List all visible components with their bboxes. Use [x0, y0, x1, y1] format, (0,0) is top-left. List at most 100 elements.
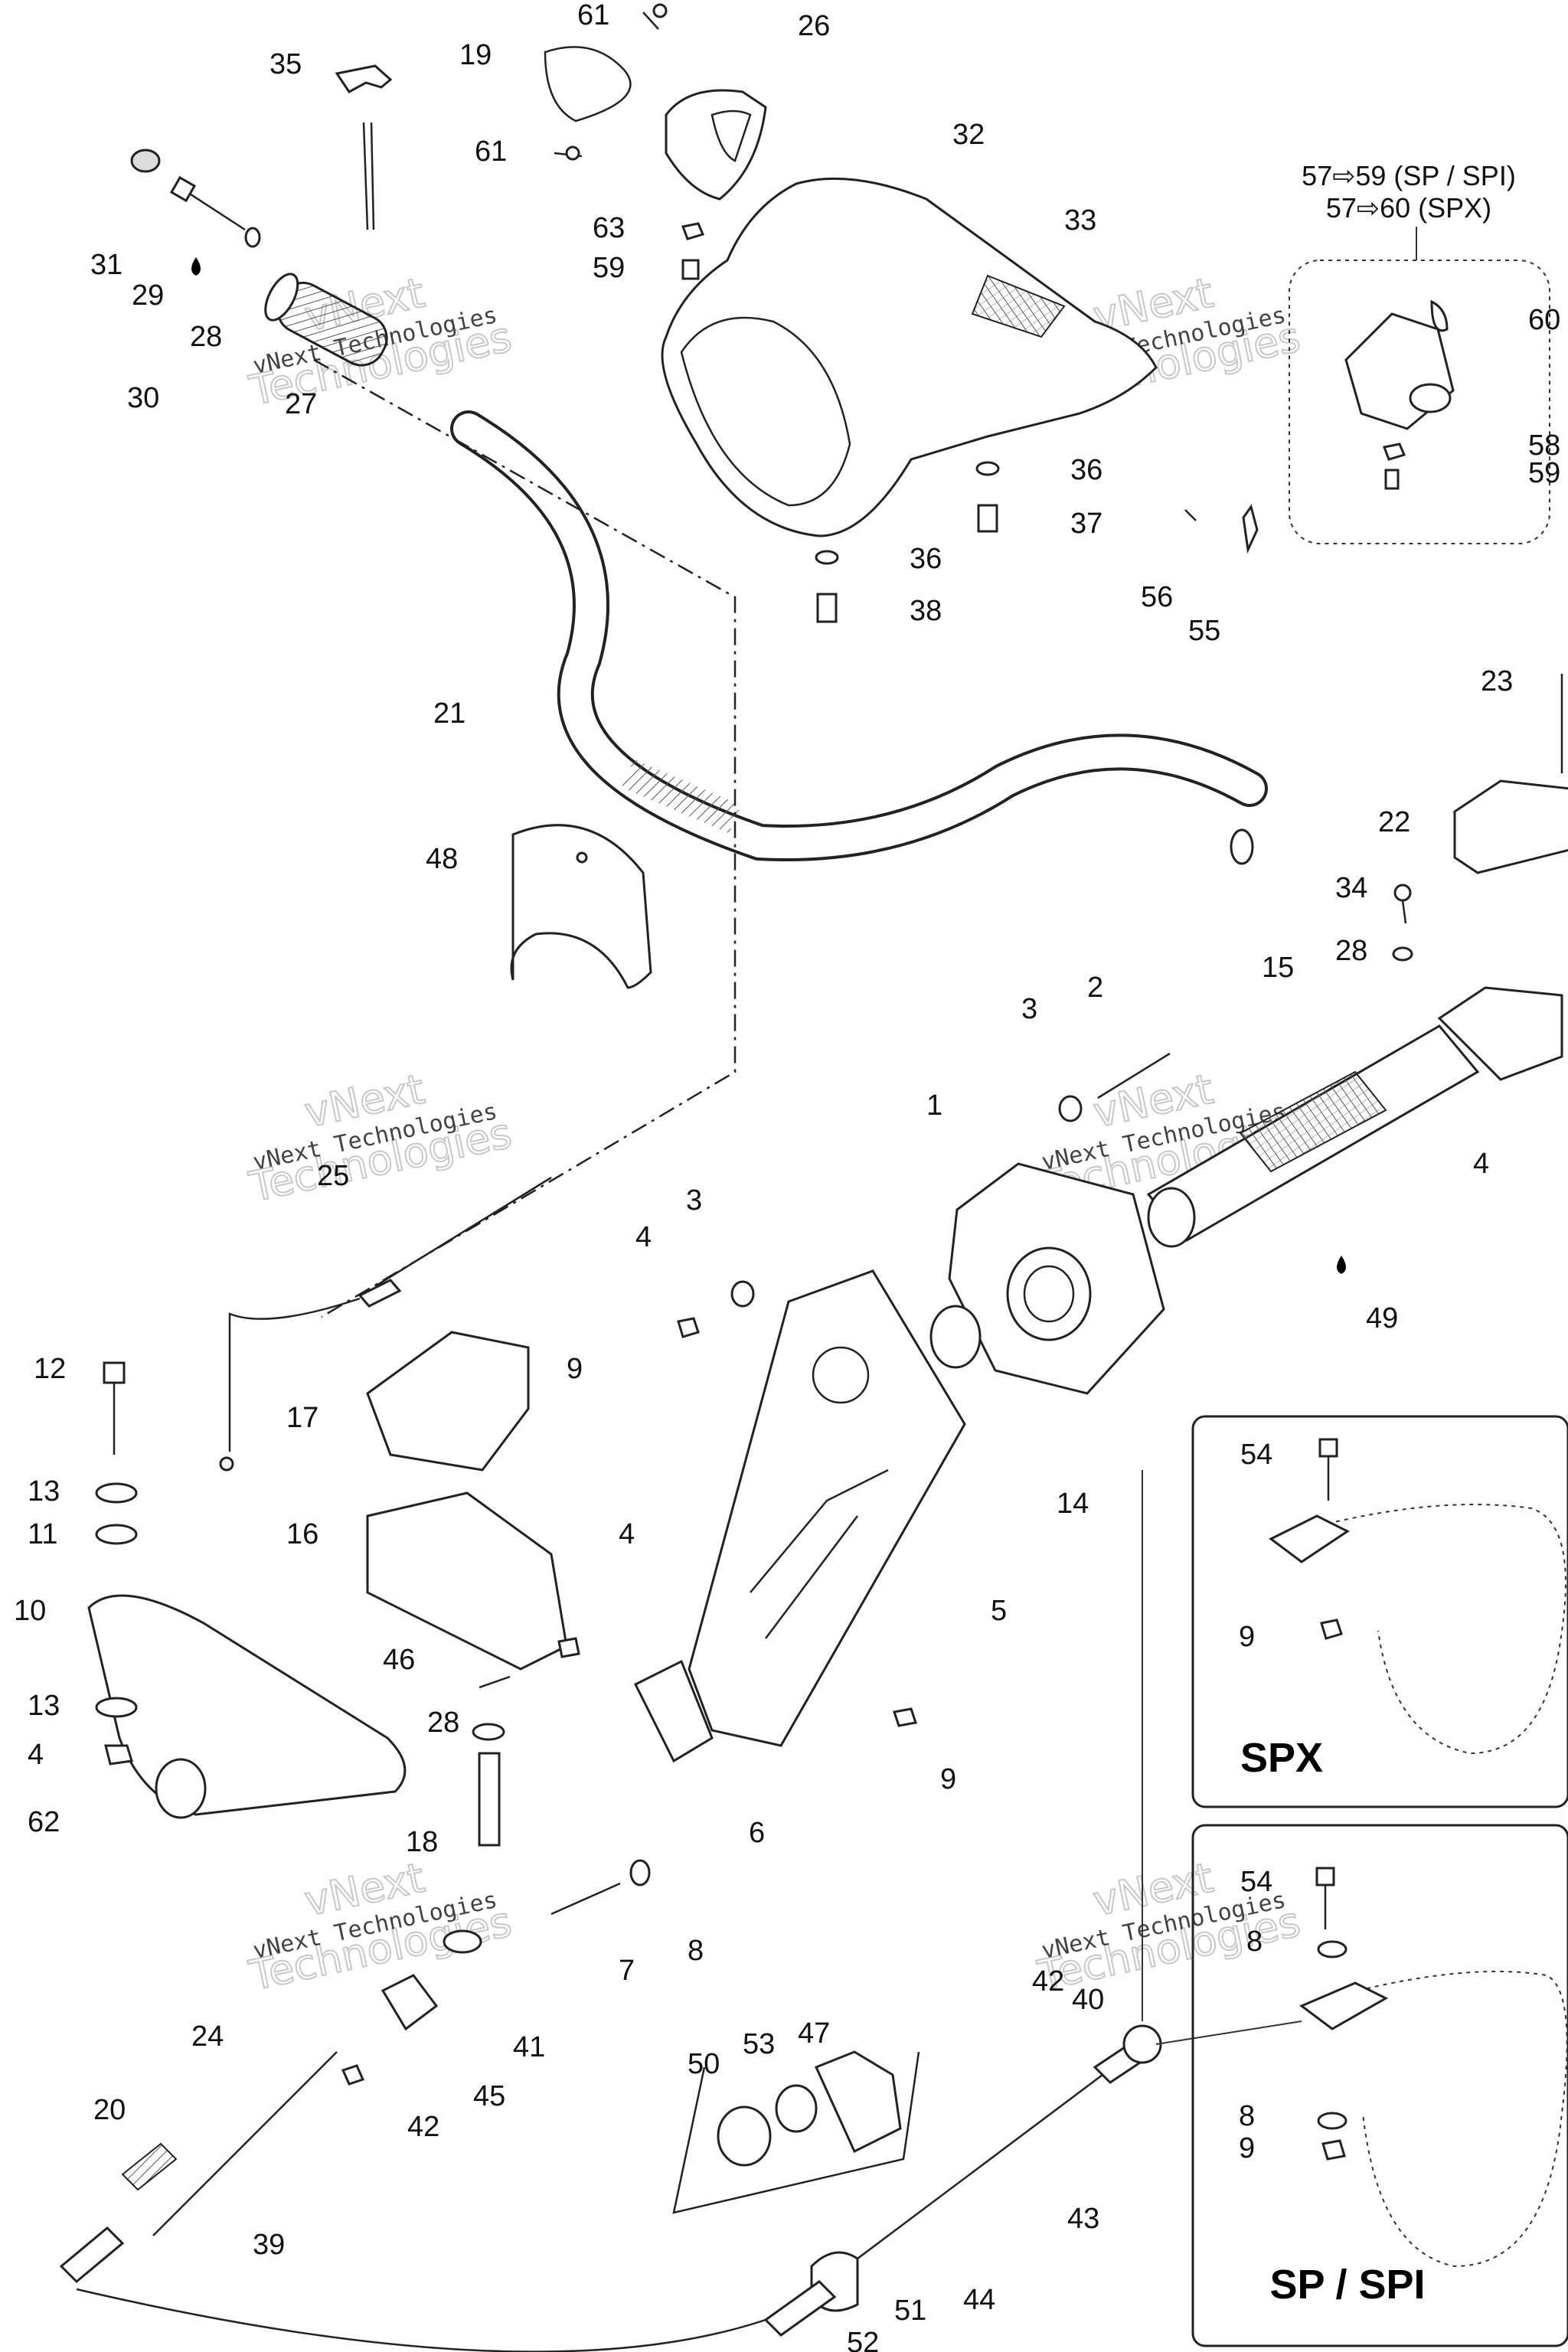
part-22-clamp: [1453, 779, 1568, 874]
part-10-arm: [87, 1594, 407, 1816]
part-14-ring: [929, 1305, 982, 1369]
callout-22: 22: [1378, 806, 1410, 838]
callout-32: 32: [952, 119, 985, 151]
callout-11: 11: [28, 1518, 57, 1550]
callout-47: 47: [798, 2017, 830, 2050]
part-9-nut-b: [893, 1707, 917, 1727]
callout-5: 5: [991, 1595, 1007, 1627]
part-34-screw: [1393, 884, 1412, 902]
callout-49: 49: [1366, 1302, 1398, 1334]
sp-pump-outline: [1301, 1971, 1568, 2268]
callout-21: 21: [433, 697, 466, 730]
part-50-seal: [717, 2105, 772, 2167]
callout-51: 51: [894, 2295, 926, 2327]
callout-28: 28: [190, 321, 222, 353]
part-41-pivot: [443, 1929, 482, 1954]
callout-1: 1: [926, 1089, 942, 1122]
callout-56: 56: [1141, 581, 1173, 613]
callout-7: 7: [619, 1955, 635, 1987]
part-bracket-47-50: [672, 2051, 920, 2214]
part-12-head: [103, 1361, 126, 1384]
callout-45: 45: [473, 2080, 505, 2112]
kit-header-line-1: 57⇨59 (SP / SPI): [1302, 160, 1516, 191]
callout-54: 54: [1240, 1866, 1272, 1898]
part-13-washer-b: [95, 1697, 138, 1718]
callout-58: 58: [1528, 430, 1560, 462]
callout-44: 44: [963, 2284, 995, 2316]
callout-60: 60: [1528, 304, 1560, 336]
part-59-setscrew-b: [1384, 469, 1400, 490]
callout-31: 31: [90, 249, 122, 281]
part-49-drop-icon: [1337, 1256, 1346, 1274]
part-6-lever: [633, 1659, 714, 1763]
part-13-washer: [95, 1482, 138, 1504]
part-9-nut-c: [1320, 1619, 1343, 1640]
part-57-boss: [1409, 383, 1452, 413]
inset-spx-border: [1191, 1415, 1568, 1808]
part-11-washer: [95, 1524, 138, 1545]
part-55-bracket: [1242, 504, 1259, 554]
inset-sp-spi: [1191, 1824, 1568, 2347]
part-8-washer-c: [1317, 2112, 1348, 2130]
callout-3: 3: [1021, 993, 1037, 1025]
inset-spx: [1191, 1415, 1568, 1808]
throttle-inset-border: [1289, 260, 1550, 544]
callout-50: 50: [688, 2048, 720, 2080]
part-35-cable: [362, 122, 369, 230]
part-46-screw: [479, 1675, 511, 1689]
callout-36: 36: [910, 543, 942, 575]
callout-9: 9: [1239, 2132, 1255, 2164]
part-8-washer: [629, 1859, 651, 1886]
part-62-bushing: [155, 1758, 207, 1819]
part-63-nut: [681, 222, 705, 240]
callout-34: 34: [1335, 872, 1367, 904]
callout-28: 28: [427, 1707, 459, 1739]
part-28-washer-c: [472, 1723, 505, 1741]
part-54-head-b: [1315, 1867, 1335, 1886]
part-3-washer: [1058, 1095, 1083, 1122]
callout-59: 59: [593, 252, 625, 284]
part-9-nut-d: [1321, 2139, 1346, 2161]
part-30-drop-icon: [191, 257, 201, 276]
callout-26: 26: [798, 10, 830, 42]
callout-18: 18: [406, 1826, 438, 1858]
part-4-nut-c: [557, 1637, 580, 1658]
callout-13: 13: [28, 1690, 60, 1722]
part-31-endcap: [130, 149, 161, 173]
callout-30: 30: [127, 382, 159, 414]
grip-assembly: [130, 3, 767, 367]
part-47-coupler: [814, 2050, 902, 2154]
callout-24: 24: [191, 2020, 224, 2053]
part-26-boot: [665, 89, 767, 201]
part-36-washer-b: [815, 550, 839, 565]
part-38-screw: [816, 593, 838, 623]
callout-46: 46: [383, 1644, 415, 1676]
part-20-cable: [59, 2051, 338, 2284]
callout-19: 19: [459, 39, 492, 71]
part-21-handlebar: [450, 410, 1268, 865]
callout-16: 16: [286, 1518, 318, 1550]
part-29-bolt: [183, 188, 246, 231]
throttle-inset: [1289, 227, 1550, 544]
part-5-bracket: [688, 1269, 966, 1747]
inset-label-spx: SPX: [1240, 1735, 1323, 1781]
part-36-washer: [975, 461, 1000, 476]
part-4-nut-b: [104, 1744, 133, 1766]
part-2-bolt: [1097, 1052, 1171, 1099]
part-7-bolt: [550, 1882, 621, 1916]
callout-2: 2: [1087, 972, 1103, 1004]
part-37-screw: [977, 504, 998, 533]
callout-36: 36: [1070, 454, 1102, 486]
callout-61: 61: [475, 136, 507, 168]
callout-20: 20: [93, 2094, 126, 2126]
part-29-head: [169, 175, 197, 203]
callout-42: 42: [407, 2111, 439, 2143]
callout-9: 9: [1239, 1621, 1255, 1653]
callout-62: 62: [28, 1806, 60, 1838]
callout-35: 35: [270, 48, 302, 80]
callout-54: 54: [1240, 1439, 1272, 1471]
callout-27: 27: [285, 388, 317, 420]
